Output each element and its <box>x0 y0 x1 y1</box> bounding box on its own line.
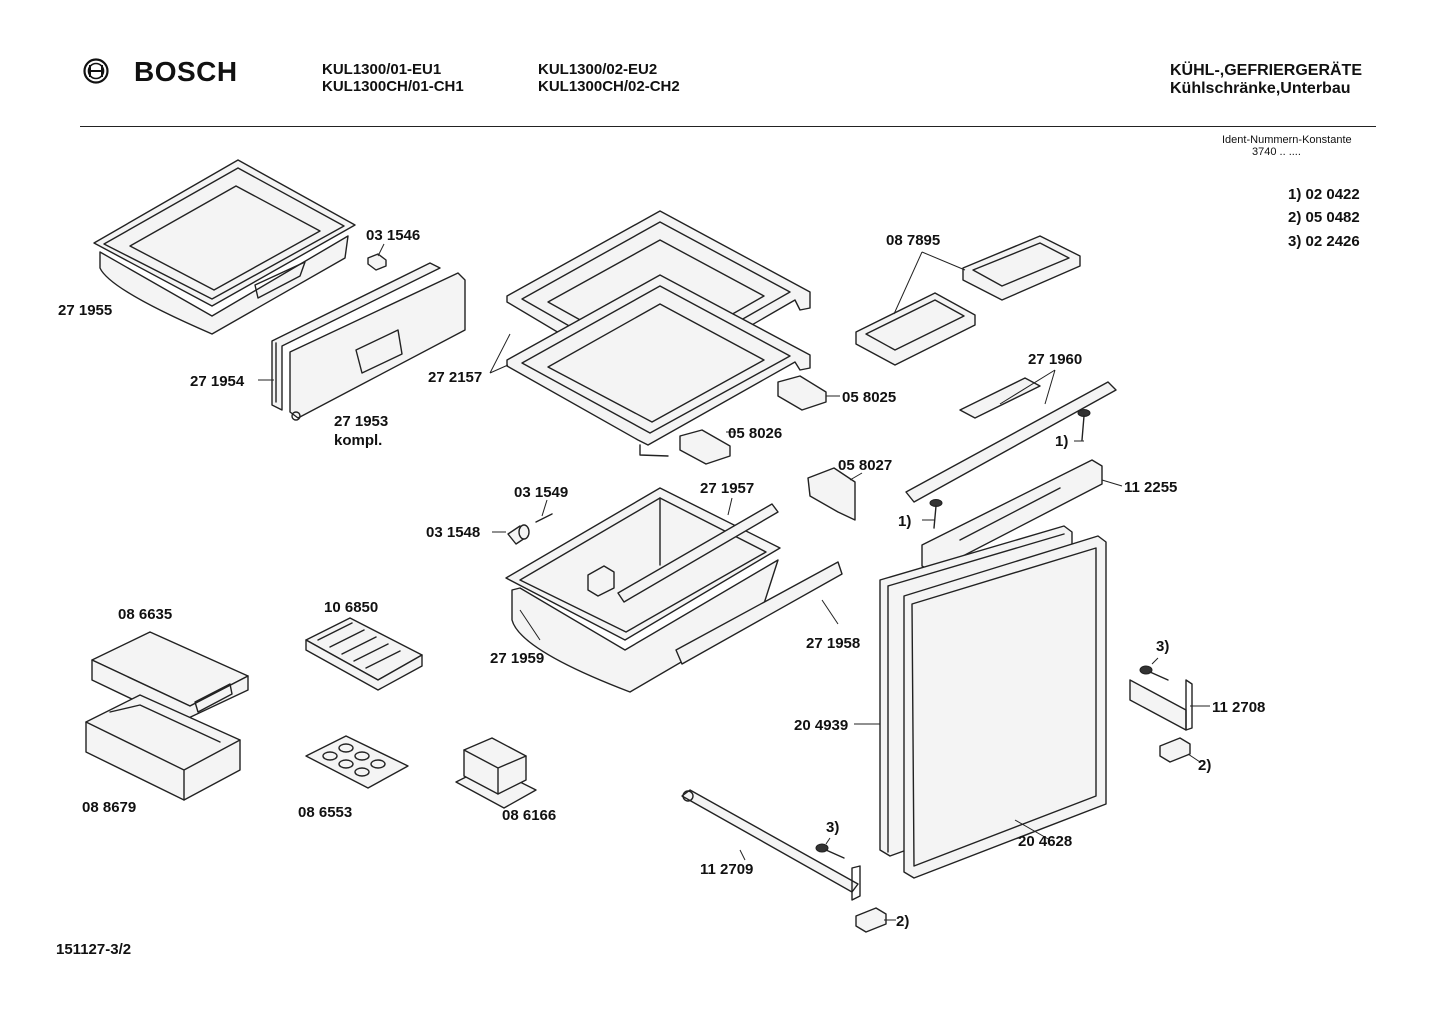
cylinder-part <box>507 524 530 545</box>
part-label: 08 7895 <box>886 232 940 249</box>
footnote: 2) 05 0482 <box>1288 209 1360 226</box>
bracket-part <box>921 459 1103 573</box>
holder-part <box>679 429 731 465</box>
drawing-number: 151127-3/2 <box>56 941 132 958</box>
part-label: 27 2157 <box>428 369 482 386</box>
part-label: 08 6635 <box>118 606 172 623</box>
door-part <box>879 525 1107 879</box>
part-label: 2) <box>1198 757 1211 774</box>
footnote: 3) 02 2426 <box>1288 233 1360 250</box>
part-label: 27 1955 <box>58 302 112 319</box>
flap-part <box>271 262 466 421</box>
part-label: 20 4939 <box>794 717 848 734</box>
part-label: 03 1549 <box>514 484 568 501</box>
brand: BOSCH <box>82 56 252 92</box>
bracket-part <box>681 789 861 901</box>
egg-tray-part <box>305 735 409 789</box>
box-part <box>85 694 241 801</box>
part-label: 10 6850 <box>324 599 378 616</box>
bracket-part <box>1129 679 1193 731</box>
part-label: 11 2709 <box>700 861 753 878</box>
part-label: 20 4628 <box>1018 833 1072 850</box>
header-divider <box>80 126 1376 127</box>
part-label: 2) <box>896 913 909 930</box>
part-label: 11 2255 <box>1124 479 1177 496</box>
part-label: 27 1954 <box>190 373 245 390</box>
part-label: 03 1548 <box>426 524 480 541</box>
drawer-rail-part <box>675 561 843 665</box>
clip-part <box>855 907 887 933</box>
category-title: KÜHL-,GEFRIERGERÄTE <box>1170 62 1362 79</box>
part-label: 1) <box>898 513 911 530</box>
bosch-armature-logo-icon <box>83 58 109 84</box>
model-number: KUL1300CH/02-CH2 <box>538 78 680 95</box>
category-subtitle: Kühlschränke,Unterbau <box>1170 80 1351 97</box>
part-label: 27 1958 <box>806 635 860 652</box>
part-label: 05 8025 <box>842 389 896 406</box>
screw-part <box>1139 665 1169 681</box>
part-label: 11 2708 <box>1212 699 1265 716</box>
part-label: 05 8027 <box>838 457 892 474</box>
tray-part <box>93 159 356 335</box>
model-number: KUL1300/02-EU2 <box>538 61 658 78</box>
clip-part <box>367 253 387 271</box>
part-label: kompl. <box>334 432 382 449</box>
ident-value: 3740 .. .... <box>1252 146 1301 158</box>
drawer-part <box>505 487 781 693</box>
holder-part <box>777 375 827 411</box>
ident-label: Ident-Nummern-Konstante <box>1222 134 1352 146</box>
ice-tray-part <box>305 617 423 691</box>
clip-part <box>1159 737 1191 763</box>
part-label: 27 1957 <box>700 480 754 497</box>
footnote: 1) 02 0422 <box>1288 186 1360 203</box>
screw-part <box>815 843 845 859</box>
small-tray-part <box>855 235 1081 366</box>
butter-dish-part <box>455 737 537 809</box>
model-number: KUL1300CH/01-CH1 <box>322 78 464 95</box>
part-label: 3) <box>826 819 839 836</box>
part-label: 27 1960 <box>1028 351 1082 368</box>
holder-part <box>807 467 856 521</box>
model-number: KUL1300/01-EU1 <box>322 61 442 78</box>
shelf-frame-part <box>506 210 811 457</box>
part-label: 27 1953 <box>334 413 388 430</box>
part-label: 1) <box>1055 433 1068 450</box>
part-label: 03 1546 <box>366 227 420 244</box>
brand-name: BOSCH <box>134 56 238 87</box>
part-label: 08 6553 <box>298 804 352 821</box>
lid-part <box>91 631 249 723</box>
part-label: 27 1959 <box>490 650 544 667</box>
part-label: 3) <box>1156 638 1169 655</box>
leader-lines <box>258 243 1210 921</box>
pin-part <box>535 513 553 523</box>
screw-part <box>929 409 1091 529</box>
rail-part <box>905 377 1117 503</box>
part-label: 08 8679 <box>82 799 136 816</box>
part-label: 05 8026 <box>728 425 782 442</box>
part-label: 08 6166 <box>502 807 556 824</box>
drawer-rail-part <box>617 503 779 603</box>
